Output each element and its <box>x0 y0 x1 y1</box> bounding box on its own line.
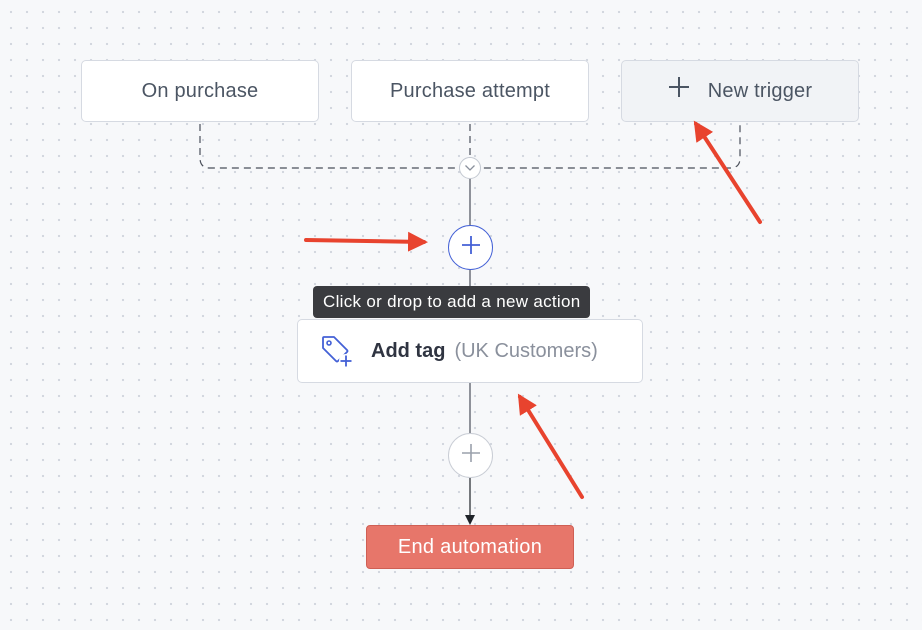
end-automation-label: End automation <box>397 535 543 558</box>
action-detail: (UK Customers) <box>454 339 598 362</box>
collapse-toggle[interactable] <box>459 157 481 179</box>
tag-plus-icon <box>320 334 354 368</box>
add-action-button-secondary[interactable] <box>448 433 493 478</box>
trigger-label: On purchase <box>141 79 259 102</box>
add-action-button[interactable] <box>448 225 493 270</box>
action-name: Add tag <box>371 339 446 362</box>
trigger-on-purchase[interactable]: On purchase <box>81 60 319 122</box>
plus-icon <box>461 235 481 260</box>
chevron-down-icon <box>464 159 476 177</box>
tooltip-text: Click or drop to add a new action <box>323 292 581 311</box>
plus-icon <box>461 443 481 468</box>
end-automation-button[interactable]: End automation <box>366 525 574 569</box>
plus-icon <box>668 74 690 104</box>
new-trigger-label: New trigger <box>707 79 813 102</box>
new-trigger-button[interactable]: New trigger <box>621 60 859 122</box>
flow-arrowhead <box>465 515 475 525</box>
trigger-purchase-attempt[interactable]: Purchase attempt <box>351 60 589 122</box>
action-add-tag[interactable]: Add tag (UK Customers) <box>297 319 643 383</box>
trigger-label: Purchase attempt <box>390 79 550 102</box>
add-action-tooltip: Click or drop to add a new action <box>313 286 591 318</box>
